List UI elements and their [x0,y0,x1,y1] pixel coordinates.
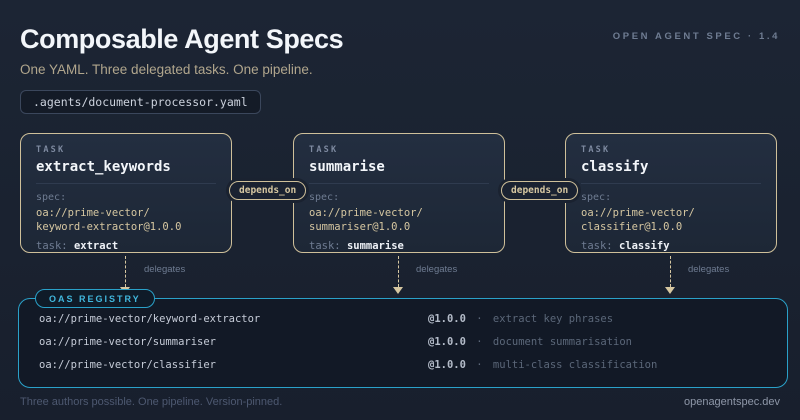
spec-value: oa://prime-vector/ keyword-extractor@1.0… [36,206,216,234]
task-title: extract_keywords [36,159,171,175]
task-line: task: extract [36,240,216,252]
spec-value: oa://prime-vector/ classifier@1.0.0 [581,206,761,234]
page-subtitle: One YAML. Three delegated tasks. One pip… [20,62,313,77]
spec-line-2: summariser@1.0.0 [309,221,411,233]
registry-entry-description: extract key phrases [492,313,614,325]
task-title: classify [581,159,649,175]
card-divider [309,183,489,184]
task-title: summarise [309,159,385,175]
registry-row: oa://prime-vector/classifier @1.0.0 · mu… [39,359,787,382]
spec-version-badge: OPEN AGENT SPEC · 1.4 [612,31,780,42]
task-value: summarise [346,240,404,252]
footer-site: openagentspec.dev [683,396,780,408]
delegates-arrow-line [125,256,126,287]
registry-entry-name: oa://prime-vector/keyword-extractor [39,313,261,325]
task-label: task: [36,240,68,252]
task-kicker: TASK [581,145,611,155]
spec-line-2: classifier@1.0.0 [581,221,683,233]
task-line: task: summarise [309,240,489,252]
registry-row: oa://prime-vector/summariser @1.0.0 · do… [39,336,787,359]
spec-line-1: oa://prime-vector/ [581,207,695,219]
registry-entry-version: @1.0.0 [428,359,466,371]
task-line: task: classify [581,240,761,252]
registry-entry-version: @1.0.0 [428,313,466,325]
registry-entry-version: @1.0.0 [428,336,466,348]
spec-line-1: oa://prime-vector/ [309,207,423,219]
delegates-label: delegates [144,264,186,275]
task-value: classify [618,240,670,252]
task-value: extract [73,240,119,252]
registry-entry-meta: @1.0.0 · extract key phrases [428,313,613,325]
registry-row: oa://prime-vector/keyword-extractor @1.0… [39,313,787,336]
registry-entry-meta: @1.0.0 · document summarisation [428,336,632,348]
depends-on-badge: depends_on [501,181,579,200]
yaml-path-chip: .agents/document-processor.yaml [20,90,261,114]
dot-separator: · [476,359,483,371]
card-divider [581,183,761,184]
dot-separator: · [476,336,483,348]
task-label: task: [581,240,613,252]
registry-entry-name: oa://prime-vector/classifier [39,359,217,371]
spec-label: spec: [36,192,67,203]
task-card-classify: TASK classify spec: oa://prime-vector/ c… [565,133,777,253]
registry-entry-name: oa://prime-vector/summariser [39,336,217,348]
registry-entry-meta: @1.0.0 · multi-class classification [428,359,657,371]
page-title: Composable Agent Specs [20,24,344,54]
spec-value: oa://prime-vector/ summariser@1.0.0 [309,206,489,234]
card-divider [36,183,216,184]
delegates-label: delegates [688,264,730,275]
depends-on-badge: depends_on [229,181,307,200]
delegates-label: delegates [416,264,458,275]
task-card-summarise: TASK summarise spec: oa://prime-vector/ … [293,133,505,253]
dot-separator: · [476,313,483,325]
spec-line-2: keyword-extractor@1.0.0 [36,221,182,233]
spec-label: spec: [581,192,612,203]
registry-entry-description: document summarisation [492,336,632,348]
oas-registry-panel: OAS REGISTRY oa://prime-vector/keyword-e… [18,289,788,388]
arrow-down-icon [393,287,403,294]
footer-tagline: Three authors possible. One pipeline. Ve… [20,396,283,408]
registry-entry-description: multi-class classification [492,359,658,371]
registry-tab: OAS REGISTRY [35,289,155,308]
task-label: task: [309,240,341,252]
task-kicker: TASK [36,145,66,155]
task-kicker: TASK [309,145,339,155]
task-card-extract-keywords: TASK extract_keywords spec: oa://prime-v… [20,133,232,253]
arrow-down-icon [665,287,675,294]
delegates-arrow-line [670,256,671,287]
spec-line-1: oa://prime-vector/ [36,207,150,219]
spec-label: spec: [309,192,340,203]
delegates-arrow-line [398,256,399,287]
